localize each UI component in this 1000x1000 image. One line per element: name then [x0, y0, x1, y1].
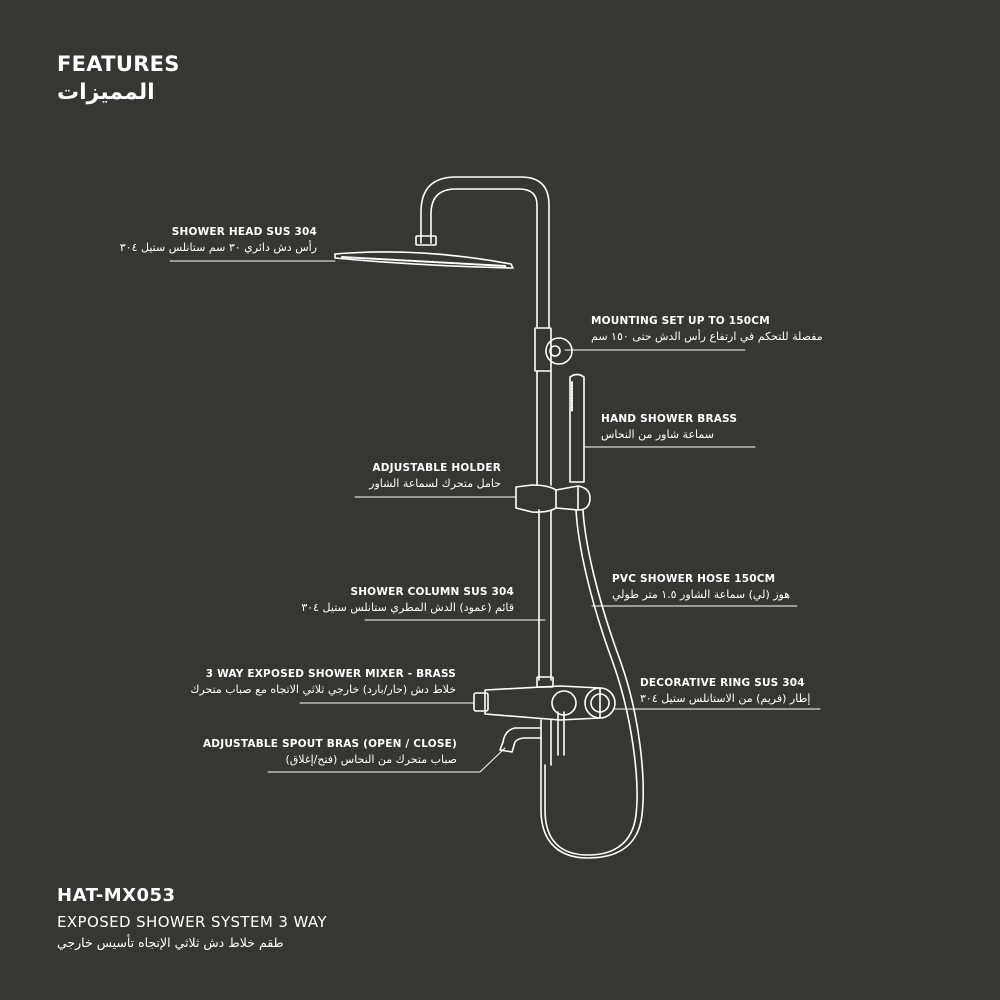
shower-column-label: SHOWER COLUMN SUS 304	[350, 586, 514, 598]
mounting-set	[535, 328, 572, 371]
product-name-arabic: طقم خلاط دش ثلاثي الإتجاه تأسيس خارجي	[57, 935, 284, 950]
label-spout: ADJUSTABLE SPOUT BRAS (OPEN / CLOSE) صبا…	[203, 737, 457, 767]
shower-head-label: SHOWER HEAD SUS 304	[171, 226, 317, 238]
shower-arm	[416, 177, 549, 328]
shower-hose	[541, 510, 643, 858]
label-shower-head: SHOWER HEAD SUS 304 رأس دش دائري ٣٠ سم س…	[120, 225, 317, 255]
label-decorative-ring: DECORATIVE RING SUS 304 إطار (فريم) من ا…	[640, 676, 810, 706]
label-mounting-set: MOUNTING SET UP TO 150CM مفصلة للتحكم في…	[591, 314, 823, 344]
spout-label: ADJUSTABLE SPOUT BRAS (OPEN / CLOSE)	[202, 738, 457, 750]
adjustable-holder	[516, 485, 590, 512]
decorative-ring-label: DECORATIVE RING SUS 304	[640, 677, 805, 689]
pvc-hose-label-arabic: هوز (لي) سماعة الشاور ١.٥ متر طولي	[612, 588, 791, 601]
features-title-arabic: المميزات	[57, 80, 155, 105]
decorative-ring	[585, 688, 615, 718]
shower-column	[537, 371, 551, 680]
adjustable-holder-label-arabic: حامل متحرك لسماعة الشاور	[369, 477, 501, 490]
adjustable-holder-label: ADJUSTABLE HOLDER	[372, 462, 501, 474]
product-name: EXPOSED SHOWER SYSTEM 3 WAY	[57, 913, 327, 931]
label-adjustable-holder: ADJUSTABLE HOLDER حامل متحرك لسماعة الشا…	[369, 461, 501, 491]
decorative-ring-label-arabic: إطار (فريم) من الاستانلس ستيل ٣٠٤	[640, 692, 811, 705]
leader-lines	[170, 261, 820, 772]
mounting-set-label: MOUNTING SET UP TO 150CM	[591, 315, 770, 327]
mixer-label-arabic: خلاط دش (حار/بارد) خارجي ثلاثي الاتجاه م…	[190, 683, 456, 696]
label-mixer: 3 WAY EXPOSED SHOWER MIXER - BRASS خلاط …	[190, 667, 456, 697]
pvc-hose-label: PVC SHOWER HOSE 150CM	[612, 573, 776, 585]
spout	[500, 728, 541, 752]
shower-head-label-arabic: رأس دش دائري ٣٠ سم ستانلس ستيل ٣٠٤	[119, 241, 317, 254]
shower-head	[335, 252, 513, 268]
hand-shower-label: HAND SHOWER BRASS	[601, 413, 738, 425]
label-pvc-hose: PVC SHOWER HOSE 150CM هوز (لي) سماعة الش…	[612, 572, 790, 602]
mixer-label: 3 WAY EXPOSED SHOWER MIXER - BRASS	[205, 668, 456, 680]
spout-label-arabic: صباب متحرك من النحاس (فتح/إغلاق)	[285, 753, 457, 766]
hand-shower-label-arabic: سماعة شاور من النحاس	[601, 428, 714, 441]
shower-column-label-arabic: قائم (عمود) الدش المطري ستانلس ستيل ٣٠٤	[301, 601, 514, 614]
mounting-set-label-arabic: مفصلة للتحكم في ارتفاع رأس الدش حتى ١٥٠ …	[591, 330, 823, 343]
label-shower-column: SHOWER COLUMN SUS 304 قائم (عمود) الدش ا…	[301, 585, 514, 615]
label-hand-shower: HAND SHOWER BRASS سماعة شاور من النحاس	[601, 412, 737, 442]
shower-mixer	[474, 677, 600, 765]
features-title: FEATURES	[57, 52, 180, 76]
model-number: HAT-MX053	[57, 885, 176, 906]
hand-shower	[570, 375, 584, 483]
